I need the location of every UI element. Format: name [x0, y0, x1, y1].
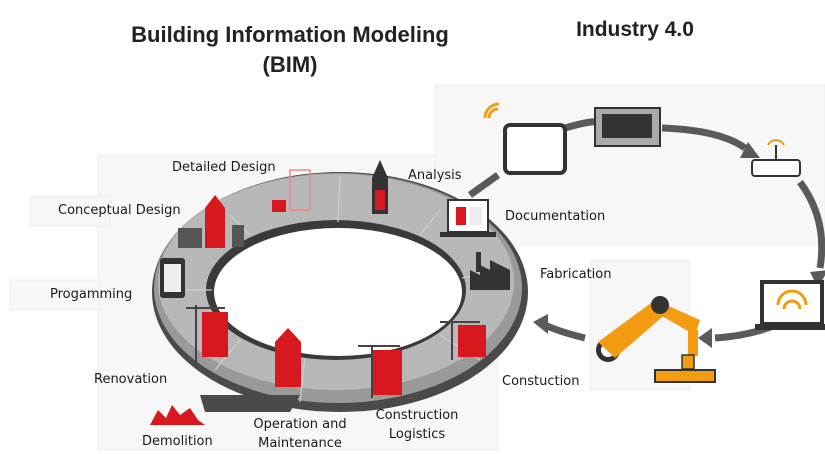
label-documentation: Documentation	[505, 209, 606, 224]
label-fabrication: Fabrication	[540, 267, 612, 282]
building-icon	[272, 200, 286, 212]
label-operation-line1: Operation and	[253, 417, 347, 432]
building-icon	[372, 350, 402, 395]
label-logistics-line2: Logistics	[388, 427, 446, 442]
industry-title: Industry 4.0	[576, 18, 694, 41]
demolition-icon	[150, 405, 205, 425]
tablet-icon	[503, 123, 567, 175]
wifi-icon	[483, 102, 500, 119]
arrow-heads	[533, 142, 825, 348]
building-icon	[372, 160, 388, 178]
label-operation-maintenance: Operation and Maintenance	[244, 415, 356, 453]
label-demolition: Demolition	[142, 434, 213, 449]
building-icons	[150, 160, 510, 425]
label-conceptual-design: Conceptual Design	[58, 203, 181, 218]
router-icon	[751, 139, 801, 177]
label-programming: Progamming	[50, 287, 133, 302]
crane-icon	[186, 305, 480, 398]
label-renovation: Renovation	[94, 372, 168, 387]
building-icon	[375, 190, 385, 210]
laptop-wifi-icon	[755, 280, 825, 330]
building-icon	[205, 208, 225, 248]
building-icon	[202, 312, 228, 357]
building-icon	[289, 169, 311, 211]
label-analysis: Analysis	[408, 168, 462, 183]
solar-panel-icon	[594, 107, 661, 147]
industry-icons	[483, 102, 825, 383]
conveyor-icon	[654, 354, 716, 383]
robot-arm-icon	[596, 296, 700, 362]
building-icon	[205, 195, 225, 208]
building-icon	[178, 228, 202, 248]
building-icon	[275, 328, 301, 342]
bim-title: Building Information Modeling (BIM)	[100, 20, 480, 80]
label-operation-line2: Maintenance	[258, 436, 342, 451]
phone-icon	[160, 258, 185, 298]
bim-title-line2: (BIM)	[262, 52, 318, 77]
bim-ring	[152, 172, 528, 412]
bim-title-line1: Building Information Modeling	[131, 22, 449, 47]
label-construction: Constuction	[502, 374, 580, 389]
label-detailed-design: Detailed Design	[172, 160, 276, 175]
factory-icon	[470, 252, 510, 290]
laptop-icon	[440, 199, 496, 237]
building-icon	[458, 325, 486, 357]
building-icon	[232, 225, 244, 247]
label-construction-logistics: Construction Logistics	[368, 406, 466, 444]
building-icon	[275, 342, 301, 387]
label-logistics-line1: Construction	[375, 408, 459, 423]
